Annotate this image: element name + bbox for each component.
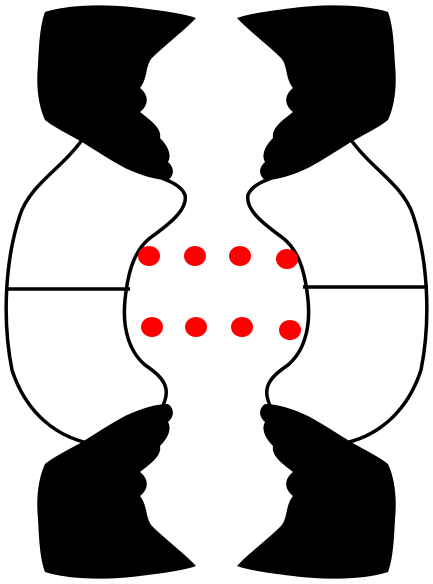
right-body-outline [248, 140, 427, 445]
left-body-outline [6, 140, 185, 445]
red-dot [279, 320, 301, 340]
top-right-silhouette [237, 5, 396, 180]
red-dot [276, 249, 298, 269]
red-dot [231, 317, 253, 337]
red-dot [185, 317, 207, 337]
red-dot [184, 246, 206, 266]
red-dot [138, 246, 160, 266]
red-dot [229, 246, 251, 266]
red-dot [141, 317, 163, 337]
top-left-silhouette [37, 5, 196, 180]
